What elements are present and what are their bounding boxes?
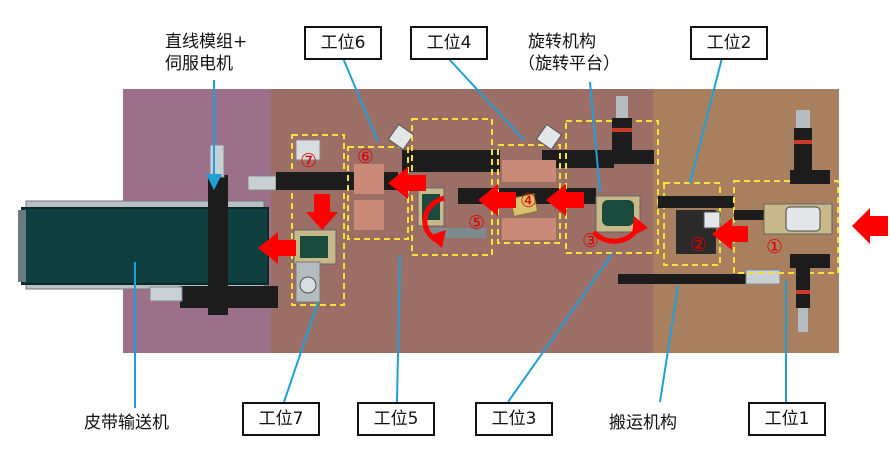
flow-arrow-1-2 — [712, 218, 748, 250]
station-7-machine — [291, 134, 345, 306]
step-marker-5: ⑤ — [468, 212, 486, 234]
transfer-mechanism-label: 搬运机构 — [609, 413, 677, 433]
step-marker-2: ② — [690, 234, 708, 256]
station-1-label: 工位1 — [748, 402, 826, 436]
station-4-machine — [497, 123, 563, 244]
leader-lines — [134, 57, 787, 408]
step-marker-1: ① — [766, 236, 784, 258]
middle-stations-zone — [271, 89, 653, 353]
station-5-label: 工位5 — [357, 402, 435, 436]
flow-arrow-4-5 — [478, 184, 516, 216]
station-3-label: 工位3 — [475, 402, 553, 436]
flow-arrow-5-6 — [388, 167, 426, 199]
belt-conveyor-label: 皮带输送机 — [84, 413, 169, 433]
step-marker-3: ③ — [582, 230, 600, 252]
station-3-machine — [565, 96, 659, 254]
flow-arrow-3-4 — [546, 184, 584, 216]
linear-module-label-line-2: 伺服电机 — [165, 54, 233, 74]
station-6-label: 工位6 — [304, 26, 382, 60]
flow-arrows — [258, 167, 888, 264]
rotary-mechanism-label-line-1: 旋转机构 — [528, 32, 596, 52]
flow-arrow-7-down — [306, 194, 338, 230]
belt-conveyor — [18, 200, 269, 290]
rotary-mechanism-label-line-2: （旋转平台） — [518, 54, 620, 74]
step-marker-6: ⑥ — [357, 146, 375, 168]
station-2-label: 工位2 — [690, 26, 768, 60]
station-2-machine — [658, 182, 734, 266]
station-7-label: 工位7 — [242, 402, 320, 436]
station-4-label: 工位4 — [410, 26, 488, 60]
rotation-arrow-5-head — [428, 230, 446, 248]
linear-module — [149, 144, 278, 315]
step-marker-4: ④ — [520, 190, 538, 212]
transfer-mechanism — [618, 269, 781, 285]
step-marker-7: ⑦ — [300, 150, 318, 172]
station-1-machine — [733, 110, 839, 332]
linear-module-label-line-1: 直线模组+ — [165, 32, 248, 52]
flow-arrow-entry — [852, 208, 888, 244]
rotation-arrow-3-head — [632, 216, 648, 236]
flow-arrow-7-belt — [258, 232, 296, 264]
